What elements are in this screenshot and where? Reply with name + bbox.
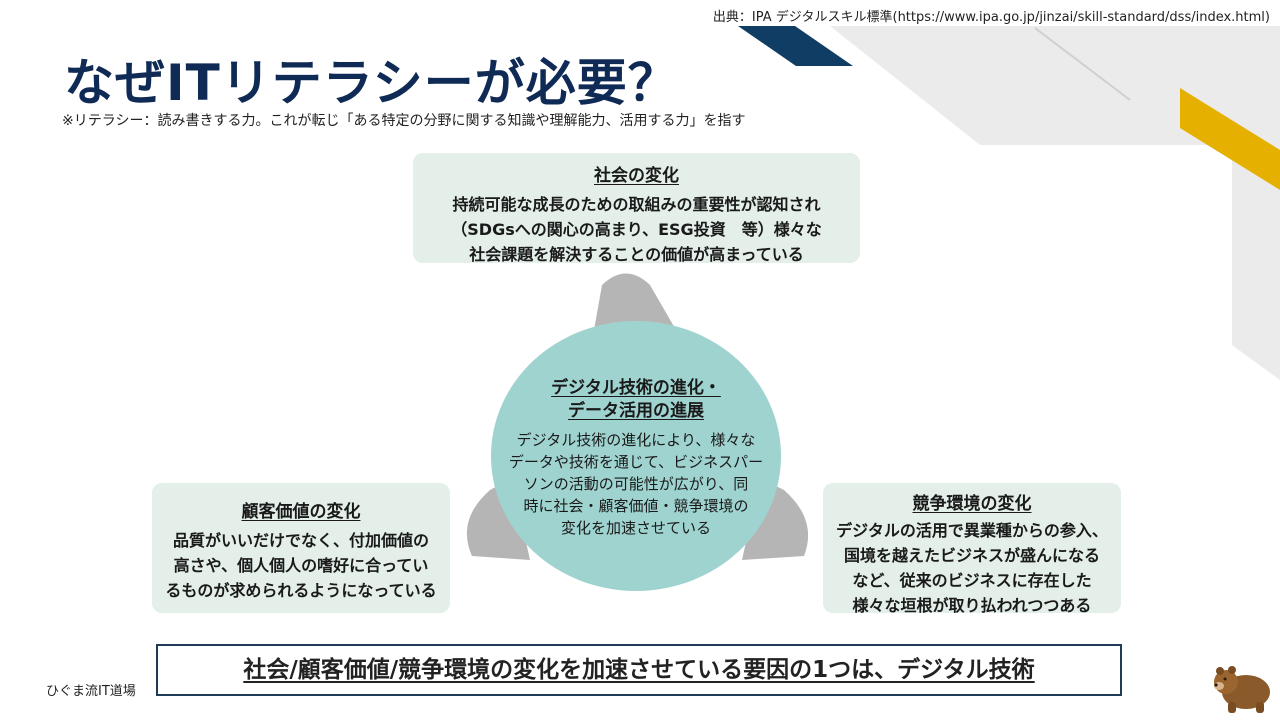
society-heading: 社会の変化 bbox=[594, 166, 679, 186]
competition-heading: 競争環境の変化 bbox=[912, 494, 1032, 514]
customer-value-box: 顧客価値の変化 品質がいいだけでなく、付加価値の 高さや、個人個人の嗜好に合って… bbox=[152, 483, 450, 613]
circle-title-line: デジタル技術の進化・ bbox=[551, 378, 721, 398]
arrow-to-society bbox=[594, 273, 676, 330]
competition-body: デジタルの活用で異業種からの参入、 国境を越えたビジネスが盛んになる など、従来… bbox=[823, 518, 1121, 618]
bear-icon bbox=[1214, 666, 1270, 713]
circle-body-line: 変化を加速させている bbox=[560, 519, 711, 537]
circle-title: デジタル技術の進化・ データ活用の進展 bbox=[491, 377, 781, 423]
grey-accent-line bbox=[1034, 27, 1131, 101]
digital-tech-circle: デジタル技術の進化・ データ活用の進展 デジタル技術の進化により、様々な データ… bbox=[491, 321, 781, 591]
source-citation: 出典：IPA デジタルスキル標準(https://www.ipa.go.jp/j… bbox=[712, 10, 1270, 25]
customer-line: るものが求められるようになっている bbox=[165, 581, 437, 600]
circle-body-line: デジタル技術の進化により、様々な bbox=[516, 431, 756, 449]
circle-body-line: データや技術を通じて、ビジネスパー bbox=[508, 453, 764, 471]
customer-heading: 顧客価値の変化 bbox=[241, 502, 361, 522]
competition-line: 国境を越えたビジネスが盛んになる bbox=[843, 546, 1100, 565]
navy-stripe-shape bbox=[738, 26, 853, 66]
customer-body: 品質がいいだけでなく、付加価値の 高さや、個人個人の嗜好に合ってい るものが求め… bbox=[152, 528, 450, 603]
conclusion-banner: 社会/顧客価値/競争環境の変化を加速させている要因の1つは、デジタル技術 bbox=[156, 644, 1122, 696]
customer-line: 高さや、個人個人の嗜好に合ってい bbox=[173, 556, 429, 575]
competition-line: デジタルの活用で異業種からの参入、 bbox=[836, 521, 1108, 540]
society-line: （SDGsへの関心の高まり、ESG投資 等）様々な bbox=[451, 220, 822, 239]
competition-line: 様々な垣根が取り払われつつある bbox=[852, 596, 1092, 615]
circle-body-line: ソンの活動の可能性が広がり、同 bbox=[523, 475, 749, 493]
society-line: 社会課題を解決することの価値が高まっている bbox=[469, 245, 804, 264]
circle-title-line: データ活用の進展 bbox=[568, 401, 704, 421]
literacy-note: ※リテラシー：読み書きする力。これが転じ「ある特定の分野に関する知識や理解能力、… bbox=[62, 113, 746, 129]
society-body: 持続可能な成長のための取組みの重要性が認知され （SDGsへの関心の高まり、ES… bbox=[413, 192, 860, 267]
society-change-box: 社会の変化 持続可能な成長のための取組みの重要性が認知され （SDGsへの関心の… bbox=[413, 153, 860, 264]
grey-stripe-shape bbox=[830, 26, 1280, 380]
page-title: なぜITリテラシーが必要？ bbox=[64, 54, 679, 112]
society-line: 持続可能な成長のための取組みの重要性が認知され bbox=[452, 195, 821, 214]
gold-stripe-shape bbox=[1180, 88, 1280, 190]
brand-label: ひぐま流IT道場 bbox=[46, 684, 136, 699]
circle-body-line: 時に社会・顧客価値・競争環境の bbox=[523, 497, 749, 515]
competition-box: 競争環境の変化 デジタルの活用で異業種からの参入、 国境を越えたビジネスが盛んに… bbox=[823, 483, 1121, 615]
customer-line: 品質がいいだけでなく、付加価値の bbox=[172, 531, 429, 550]
competition-line: など、従来のビジネスに存在した bbox=[852, 571, 1092, 590]
circle-body: デジタル技術の進化により、様々な データや技術を通じて、ビジネスパー ソンの活動… bbox=[491, 429, 781, 539]
